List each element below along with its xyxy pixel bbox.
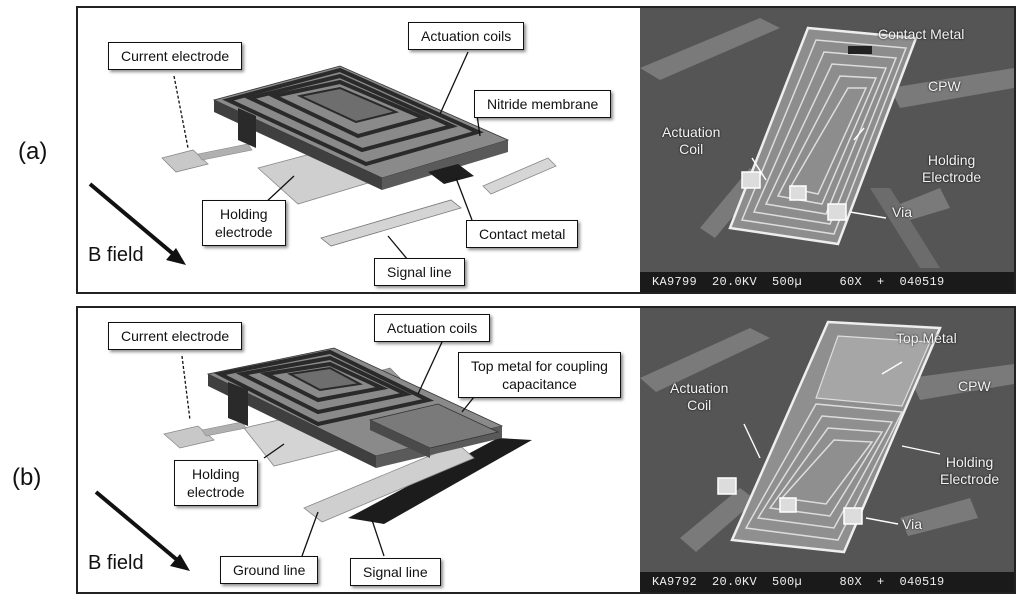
sem-footer-a: KA9799 20.0KV 500µ 60X + 040519 [640,272,1014,292]
membrane-front [208,374,376,468]
leader-signal-line [371,519,385,557]
callout-top-metal: Top metal for coupling capacitance [458,352,621,398]
leader-actuation-coils [439,51,469,115]
callout-contact-metal: Contact metal [466,220,579,248]
panel-label-b: (b) [12,464,42,491]
right-electrode-strip [482,157,557,195]
coil-inner [267,79,431,139]
sem-micrograph-a [640,8,1014,292]
sem-footer-b: KA9792 20.0KV 500µ 80X + 040519 [640,572,1014,592]
b-field-arrow-head [166,248,186,265]
leader-current-electrode [173,75,189,149]
coil-inner [259,361,389,403]
mems-switch-drawing-b [94,341,532,571]
anchor-post [238,108,256,148]
leader-current-electrode [181,355,191,421]
leader-contact-metal [455,177,473,221]
top-metal-front [370,420,430,458]
sem-label-via: Via [902,516,922,532]
anchor-post [228,382,248,426]
sem-image-a: Contact Metal CPW Actuation Coil Holding… [640,8,1014,292]
callout-signal-line: Signal line [350,558,441,586]
sem-label-via: Via [892,204,912,220]
leader-actuation-coils [417,341,443,395]
coil-mid [243,73,458,153]
sem-label-top-metal: Top Metal [896,330,957,346]
leader-signal-line [387,235,409,261]
callout-current-electrode: Current electrode [108,322,243,350]
b-field-label: B field [88,244,144,266]
callout-holding-electrode: Holding electrode [202,200,286,246]
callout-signal-line: Signal line [374,258,465,286]
b-field-label: B field [88,552,144,574]
b-field-arrow-shaft [88,182,180,260]
callout-ground-line: Ground line [220,556,319,584]
mems-switch-drawing-a [88,51,557,265]
coil-center [296,86,400,124]
sem-image-b: Top Metal CPW Actuation Coil Holding Ele… [640,308,1014,592]
callout-holding-electrode: Holding electrode [174,460,258,506]
panel-b: Current electrode Actuation coils Top me… [76,306,1016,594]
signal-line-strip [320,199,462,247]
leader-holding-electrode [263,175,295,205]
b-field-arrow-head [170,554,190,571]
signal-line-strip-dark [348,438,532,524]
callout-nitride-membrane: Nitride membrane [474,90,612,118]
b-field-arrow-shaft [94,490,184,566]
membrane-side [382,140,508,190]
sem-label-holding-electrode: Holding Electrode [940,454,1000,487]
sem-label-contact-metal: Contact Metal [878,26,965,42]
top-metal-plate [368,403,500,449]
current-electrode-lead [201,421,247,437]
leader-ground-line [301,511,319,557]
callout-current-electrode: Current electrode [108,42,243,70]
callout-actuation-coils: Actuation coils [374,314,491,342]
sem-label-holding-electrode: Holding Electrode [922,152,982,185]
callout-actuation-coils: Actuation coils [408,22,525,50]
coil-outer [213,349,435,427]
current-electrode-lead [197,143,253,161]
sem-micrograph-b [640,308,1014,592]
current-electrode-pad [161,149,209,173]
panel-label-a: (a) [18,138,48,165]
contact-metal-block [428,164,474,184]
panel-a: Current electrode Actuation coils Nitrid… [76,6,1016,294]
current-electrode-pad [163,425,215,449]
coil-mid [235,355,413,415]
leader-holding-electrode [263,443,285,459]
sem-label-actuation-coil: Actuation Coil [670,380,729,413]
sem-label-actuation-coil: Actuation Coil [662,124,721,157]
sem-label-cpw: CPW [958,378,991,394]
coil-outer [222,67,484,167]
sem-label-cpw: CPW [928,78,961,94]
coil-center [286,366,364,392]
